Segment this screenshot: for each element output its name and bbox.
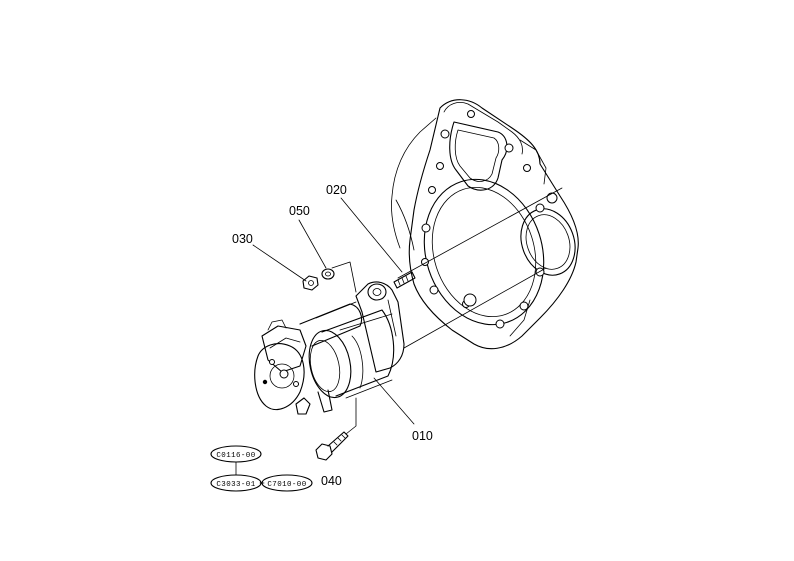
leader-lines [252,197,415,425]
ref-label-top: C0116-00 [216,452,255,460]
callout-labels: 020 050 030 010 040 [232,183,433,488]
callout-030: 030 [232,232,253,246]
ref-oval-right [261,474,313,492]
reference-group: C0116-00 C3033-01 C7010-00 [210,445,313,492]
callout-050: 050 [289,204,310,218]
ref-oval-top [210,445,262,463]
mounting-bolt [315,397,357,461]
alignment-lines [397,187,563,349]
ref-label-right: C7010-00 [267,481,306,489]
callout-020: 020 [326,183,347,197]
callout-010: 010 [412,429,433,443]
ref-label-left: C3033-01 [216,481,255,489]
flywheel-housing [391,99,579,350]
stud-bolt [393,271,416,289]
starter-motor [254,281,405,415]
ref-oval-left [210,474,262,492]
nut-and-washer [302,261,357,293]
callout-040: 040 [321,474,342,488]
